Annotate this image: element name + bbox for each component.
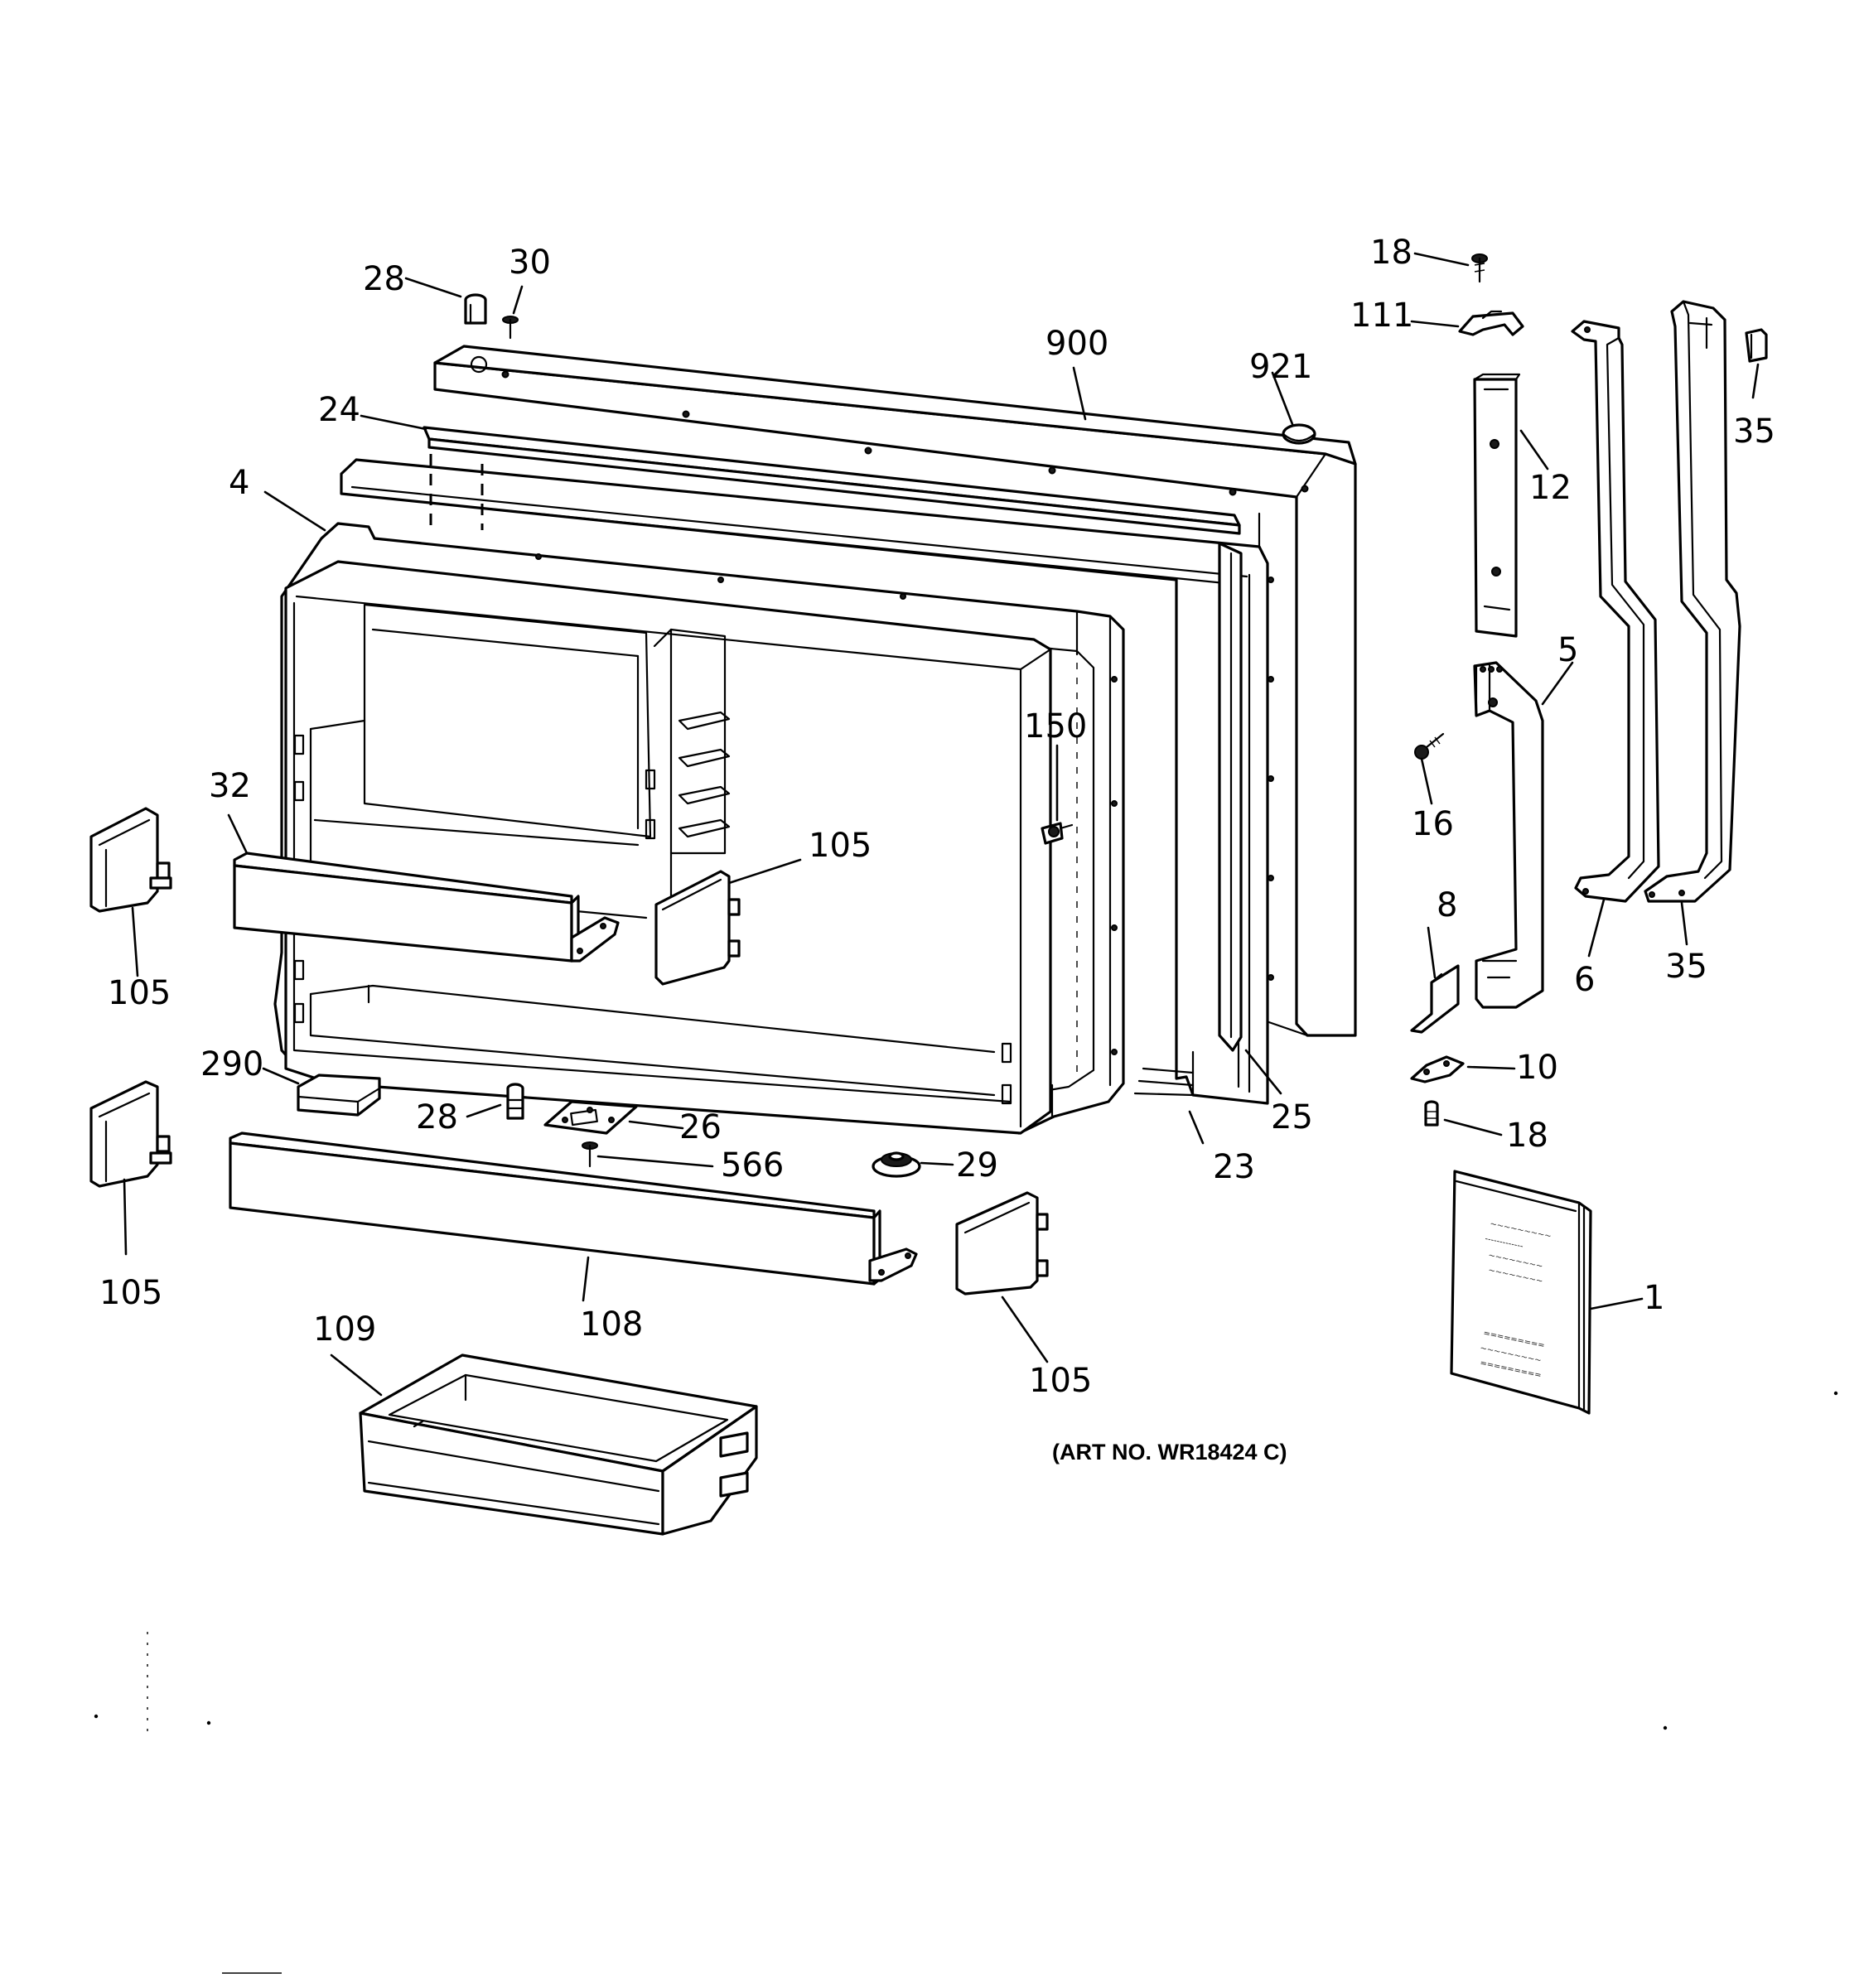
shelf-bar-32	[233, 852, 620, 963]
breaker-strip-25	[1218, 542, 1243, 1052]
screw-16	[1414, 732, 1445, 760]
callout-105-inner: 105	[809, 827, 872, 865]
screw-150	[1041, 822, 1074, 845]
scan-marks	[94, 1391, 1838, 1974]
clip-8	[1410, 964, 1460, 1034]
hinge-plate-26	[543, 1100, 638, 1135]
shelf-bracket-105-left-upper	[89, 807, 172, 913]
callout-1: 1	[1644, 1279, 1664, 1317]
callout-26: 26	[679, 1108, 722, 1146]
callout-8: 8	[1437, 886, 1457, 924]
manual-1: ~~~~~~~~~ ------------- ~~~~~~~~ ~~~~~~~…	[1450, 1170, 1592, 1415]
callout-28-mid: 28	[416, 1098, 458, 1136]
callout-111: 111	[1350, 297, 1413, 335]
callout-23: 23	[1213, 1148, 1255, 1186]
callout-35-top: 35	[1733, 413, 1775, 451]
callout-10: 10	[1516, 1049, 1558, 1087]
callout-25: 25	[1271, 1098, 1313, 1136]
callout-109: 109	[313, 1310, 376, 1349]
bin-109	[359, 1353, 758, 1536]
callout-105-bottom: 105	[1029, 1362, 1092, 1400]
bracket-111	[1458, 310, 1524, 336]
trim-6	[1571, 320, 1660, 903]
shelf-bracket-105-left-lower	[89, 1080, 172, 1188]
callout-6: 6	[1574, 961, 1595, 999]
callout-32: 32	[209, 767, 251, 805]
plug-921	[1282, 423, 1316, 445]
shelf-bracket-105-inner	[654, 870, 741, 986]
handle-5	[1473, 661, 1544, 1009]
callout-4: 4	[229, 464, 249, 502]
trim-35	[1644, 300, 1741, 903]
pad-35	[1745, 328, 1768, 363]
callout-290: 290	[200, 1045, 263, 1083]
callout-29: 29	[956, 1146, 998, 1185]
callout-18-top: 18	[1370, 234, 1412, 272]
gasket-23	[340, 454, 1269, 1105]
pin-28-mid	[506, 1083, 524, 1120]
screw-18-bottom	[1424, 1100, 1439, 1127]
callout-150: 150	[1024, 707, 1087, 746]
hinge-10	[1410, 1055, 1465, 1083]
callout-900: 900	[1045, 325, 1108, 363]
shelf-bar-108	[229, 1132, 918, 1286]
door-compartment	[284, 560, 1078, 1135]
callout-105-left-lower: 105	[99, 1274, 162, 1312]
callout-labels: 28 30 24 4 900 921 18 111 12 35 5 150 16…	[99, 234, 1775, 1464]
callout-108: 108	[580, 1305, 643, 1344]
callout-12: 12	[1529, 469, 1572, 507]
callout-5: 5	[1557, 631, 1578, 669]
callout-18-bottom: 18	[1506, 1117, 1548, 1155]
channel-12	[1473, 373, 1521, 638]
screw-18-top	[1471, 253, 1488, 283]
art-number: (ART NO. WR18424 C)	[1052, 1440, 1287, 1464]
callout-30: 30	[509, 244, 551, 282]
callout-105-left-upper: 105	[108, 974, 171, 1012]
callout-24: 24	[318, 391, 360, 429]
callout-921: 921	[1249, 348, 1312, 386]
screw-30	[502, 316, 519, 340]
cover-290	[297, 1074, 381, 1117]
screw-566	[582, 1141, 598, 1168]
callout-28-top: 28	[363, 260, 405, 298]
shelf-bracket-105-bottom	[955, 1191, 1049, 1296]
callout-16: 16	[1412, 805, 1454, 843]
callout-566: 566	[721, 1146, 784, 1185]
grommet-29	[872, 1151, 921, 1178]
breaker-strip-24	[423, 426, 1241, 535]
callout-35-bottom: 35	[1665, 948, 1707, 986]
leader-lines	[123, 252, 1760, 1397]
pin-28-top	[464, 293, 487, 325]
